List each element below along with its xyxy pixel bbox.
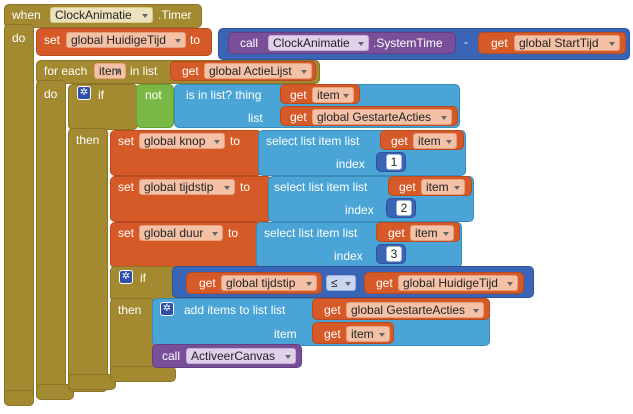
inner-if-footer [110,366,176,382]
then-label-2: then [118,303,142,317]
call-label: call [240,36,259,50]
minus-operator: - [464,35,468,49]
if-label: if [98,88,104,102]
set-label-4: set [118,226,135,240]
set-label-2: set [118,134,135,148]
get-label-5: get [391,134,408,148]
item-dropdown-5[interactable]: item [346,326,390,342]
to-label-2: to [230,134,241,148]
get-label-3: get [290,88,307,102]
compare-operator-dropdown[interactable]: ≤ [326,275,356,291]
number-field-2[interactable]: 2 [396,200,412,216]
get-label-7: get [388,226,405,240]
get-huidige-tijd-dropdown[interactable]: global HuidigeTijd [398,275,518,291]
to-label-4: to [228,226,239,240]
number-field-1[interactable]: 1 [386,154,402,170]
get-label-4: get [290,110,307,124]
loop-variable-dropdown[interactable]: item [94,63,126,79]
not-label: not [145,88,162,102]
clock-component-dropdown-2[interactable]: ClockAnimatie [268,35,369,51]
to-label: to [190,33,201,47]
item-dropdown-4[interactable]: item [410,225,454,241]
gestarte-dropdown-2[interactable]: global GestarteActies [346,302,484,318]
gear-icon-3[interactable]: ✲ [160,302,174,316]
select-list-item-label-1: select list item list [266,134,360,148]
if-label-2: if [140,271,146,285]
do-label: do [12,31,26,45]
get-label-11: get [324,327,341,341]
for-each-body [36,80,66,400]
when-timer-footer [4,390,34,406]
get-label-9: get [376,276,393,290]
clock-component-dropdown[interactable]: ClockAnimatie [50,7,153,23]
index-label-3: index [334,249,363,263]
item-dropdown-3[interactable]: item [421,179,465,195]
gestarte-dropdown-1[interactable]: global GestarteActies [312,109,452,125]
select-list-item-label-3: select list item list [264,226,358,240]
huidige-tijd-dropdown[interactable]: global HuidigeTijd [66,32,186,48]
get-label-10: get [324,303,341,317]
item-dropdown-1[interactable]: item [312,87,354,103]
do-label-2: do [44,87,58,101]
in-list-label: in list [130,64,158,78]
index-label-2: index [345,203,374,217]
duur-dropdown[interactable]: global duur [139,225,223,241]
for-each-label: for each [44,64,88,78]
when-label: when [12,8,41,22]
set-label: set [44,33,61,47]
get-label-6: get [399,180,416,194]
if-body [68,128,108,392]
get-label-8: get [199,276,216,290]
tijdstip-dropdown[interactable]: global tijdstip [139,179,235,195]
get-tijdstip-dropdown[interactable]: global tijdstip [221,275,317,291]
gear-icon-2[interactable]: ✲ [119,270,133,284]
list-label: list [248,111,263,125]
for-each-footer [36,384,74,400]
gear-icon[interactable]: ✲ [77,86,91,100]
item-dropdown-2[interactable]: item [413,133,457,149]
index-label-1: index [336,157,365,171]
number-field-3[interactable]: 3 [386,246,402,262]
add-items-to-list-label: add items to list list [184,303,286,317]
knop-dropdown[interactable]: global knop [139,133,225,149]
if-footer [68,374,116,390]
not-block[interactable] [136,84,174,128]
to-label-3: to [240,180,251,194]
starttijd-dropdown[interactable]: global StartTijd [514,35,620,51]
call-label-2: call [162,349,181,363]
actielijst-dropdown[interactable]: global ActieLijst [204,63,312,79]
systemtime-method-label: .SystemTime [373,36,443,50]
get-label-2: get [182,64,199,78]
when-timer-body [4,24,34,406]
activeer-canvas-dropdown[interactable]: ActiveerCanvas [186,348,296,364]
is-in-list-label: is in list? thing [186,88,262,102]
set-label-3: set [118,180,135,194]
then-label: then [76,133,100,147]
item-label: item [274,327,297,341]
get-label: get [491,36,508,50]
select-list-item-label-2: select list item list [274,180,368,194]
timer-event-label: .Timer [158,8,192,22]
